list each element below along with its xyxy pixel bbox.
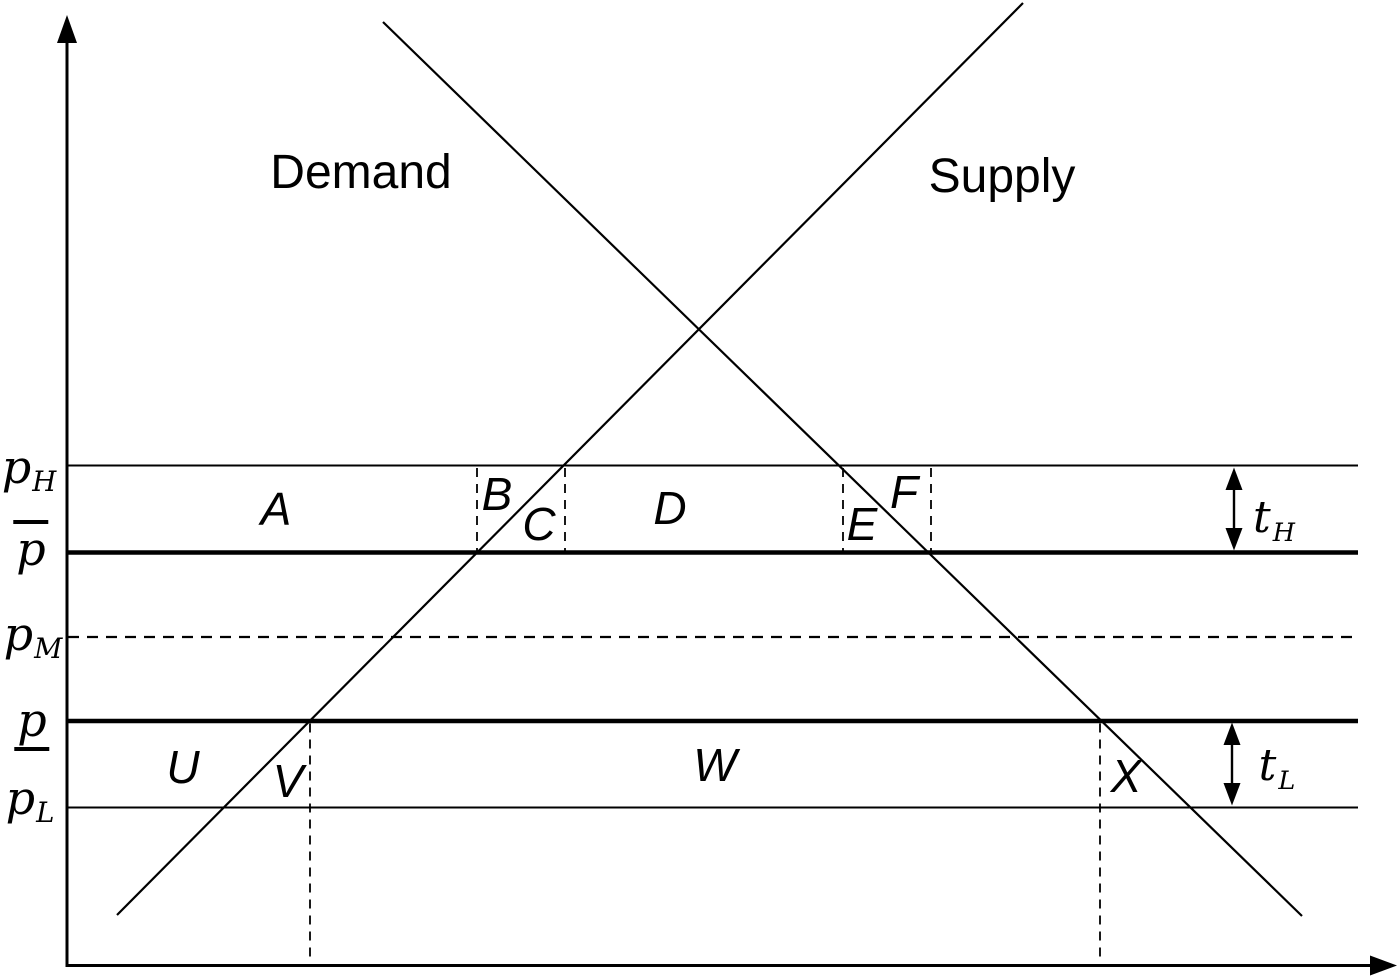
- price-symbol-base: p: [1, 440, 32, 495]
- region-label-x: X: [1110, 750, 1142, 802]
- tax-label-tH: tH: [1253, 495, 1295, 548]
- tax-high-arrowhead-up-icon: [1225, 467, 1243, 490]
- demand-curve-label: Demand: [270, 146, 452, 199]
- price-symbol-base: p: [5, 771, 36, 826]
- tax-low-arrowhead-down-icon: [1223, 783, 1241, 806]
- tax-label-tL: tL: [1259, 743, 1296, 796]
- tax-high-arrowhead-down-icon: [1225, 528, 1243, 551]
- price-symbol-base: p: [14, 697, 50, 751]
- y-axis-label-pL: pL: [6, 775, 55, 827]
- tax-symbol-base: t: [1253, 491, 1271, 543]
- region-label-c: C: [522, 498, 556, 550]
- region-label-d: D: [653, 482, 687, 534]
- supply-curve-label: Supply: [928, 150, 1076, 203]
- x-axis-arrowhead-icon: [1370, 955, 1397, 976]
- price-symbol-base: p: [13, 520, 49, 572]
- region-label-b: B: [481, 468, 513, 520]
- region-label-a: A: [260, 483, 292, 535]
- y-axis-label-pM: pM: [4, 611, 63, 663]
- y-axis-label-pH: pH: [2, 444, 57, 496]
- region-label-w: W: [693, 739, 737, 791]
- y-axis-label-punderbar: p: [14, 697, 50, 751]
- y-axis-label-pbar: p: [13, 520, 49, 572]
- region-label-v: V: [272, 755, 304, 807]
- price-symbol-base: p: [3, 607, 34, 662]
- price-symbol-sub: L: [36, 796, 55, 830]
- price-symbol-sub: M: [34, 632, 63, 666]
- tax-symbol-sub: L: [1278, 765, 1296, 796]
- tax-symbol-base: t: [1258, 739, 1277, 791]
- region-label-u: U: [166, 741, 200, 793]
- region-label-f: F: [889, 466, 919, 518]
- y-axis-arrowhead-icon: [57, 15, 77, 43]
- tax-symbol-sub: H: [1272, 517, 1295, 548]
- price-symbol-sub: H: [32, 465, 57, 499]
- tax-low-arrowhead-up-icon: [1223, 722, 1241, 745]
- region-label-e: E: [846, 498, 878, 550]
- supply-curve: [116, 2, 1024, 916]
